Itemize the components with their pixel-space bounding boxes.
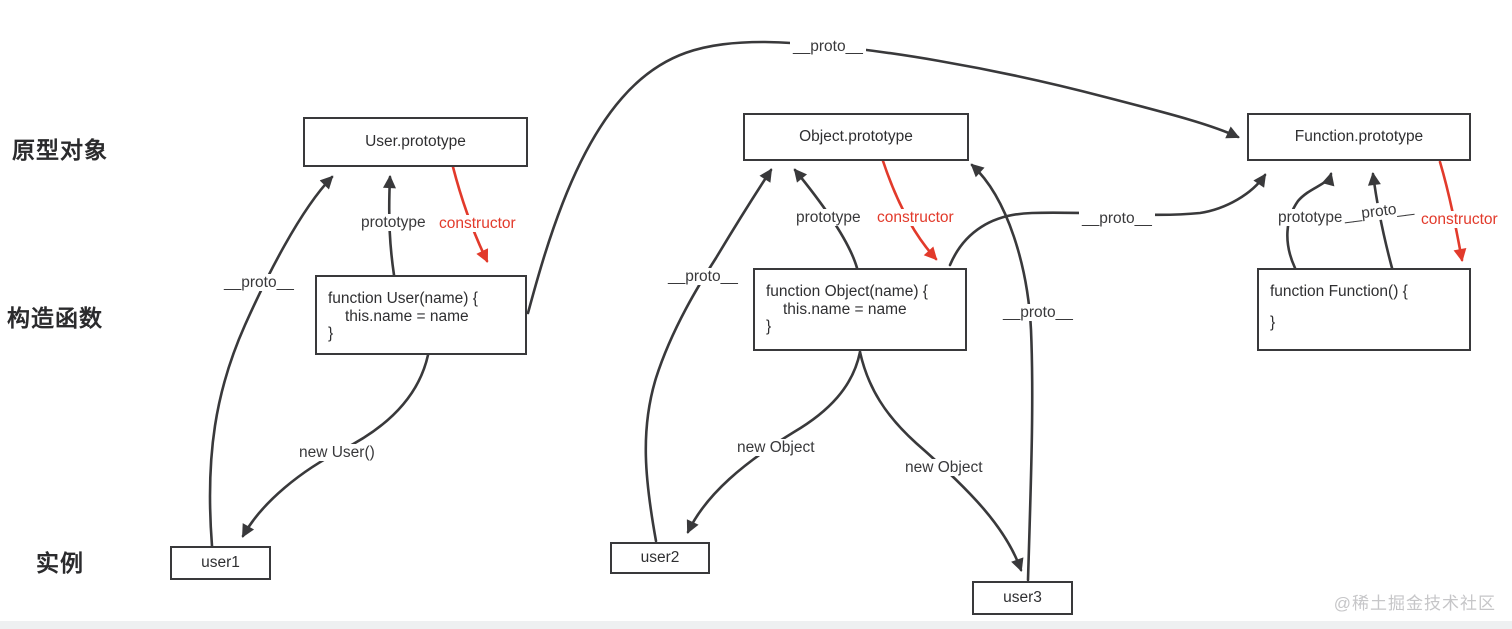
edge-fnfunction-prototype — [1286, 172, 1335, 270]
node-object-prototype-label: Object.prototype — [799, 128, 913, 145]
edge-user3-proto-to-object-prototype — [970, 163, 1034, 582]
edge-label-prototype-user: prototype — [358, 214, 429, 231]
code-line: this.name = name — [345, 307, 469, 325]
code-line: this.name = name — [783, 300, 907, 318]
code-line: } — [766, 318, 772, 335]
edge-label-proto-fn-object: __proto__ — [1079, 210, 1155, 227]
node-function-object: function Object(name) { this.name = name… — [753, 268, 967, 351]
code-line: } — [1270, 313, 1276, 331]
bottom-strip — [0, 621, 1512, 629]
node-user2-label: user2 — [640, 549, 680, 566]
edge-label-proto-user3: __proto__ — [1000, 304, 1076, 321]
edge-user-prototype-constructor — [451, 165, 489, 263]
node-function-prototype-label: Function.prototype — [1294, 128, 1424, 145]
row-label-constructor-functions: 构造函数 — [7, 305, 103, 331]
code-line: } — [328, 325, 334, 342]
edge-fnfunction-proto-to-function-prototype — [1367, 172, 1394, 270]
edge-fnobject-new-user2 — [686, 350, 862, 534]
edge-label-prototype-function: prototype — [1275, 209, 1346, 226]
code-line: function Object(name) { — [766, 283, 928, 300]
node-user3-label: user3 — [1003, 589, 1042, 606]
edge-label-proto-user1: __proto__ — [221, 274, 297, 291]
code-line: function Function() { — [1270, 283, 1408, 300]
code-line — [1287, 301, 1461, 314]
edge-user1-proto-to-user-prototype — [208, 175, 334, 548]
node-function-function: function Function() { } — [1257, 268, 1471, 351]
node-user-prototype: User.prototype — [303, 117, 528, 167]
node-object-prototype: Object.prototype — [743, 113, 969, 161]
node-user-prototype-label: User.prototype — [365, 133, 466, 150]
row-label-instances: 实例 — [36, 550, 84, 576]
node-user1-label: user1 — [201, 554, 240, 571]
code-line: function User(name) { — [328, 290, 478, 307]
edge-label-constructor-object: constructor — [874, 209, 957, 226]
watermark: @稀土掘金技术社区 — [1333, 594, 1496, 613]
row-label-prototype-objects: 原型对象 — [12, 137, 108, 163]
edge-label-proto-user2: __proto__ — [665, 268, 741, 285]
edge-label-new-object-user3: new Object — [902, 459, 986, 476]
edge-label-constructor-user: constructor — [436, 215, 519, 232]
node-user1: user1 — [170, 546, 271, 580]
edge-fnobject-new-user3 — [858, 350, 1024, 572]
edge-label-new-user: new User() — [296, 444, 378, 461]
edge-fnuser-proto-to-function-prototype — [526, 40, 1240, 315]
edge-user2-proto-to-object-prototype — [644, 168, 773, 543]
node-function-user: function User(name) { this.name = name } — [315, 275, 527, 355]
node-user2: user2 — [610, 542, 710, 574]
node-user3: user3 — [972, 581, 1073, 615]
edge-fnuser-prototype — [382, 175, 396, 277]
edge-label-prototype-object: prototype — [793, 209, 864, 226]
edge-label-constructor-function: constructor — [1418, 211, 1501, 228]
edge-label-proto-fn-user: __proto__ — [790, 38, 866, 55]
node-function-prototype: Function.prototype — [1247, 113, 1471, 161]
edge-label-new-object-user2: new Object — [734, 439, 818, 456]
